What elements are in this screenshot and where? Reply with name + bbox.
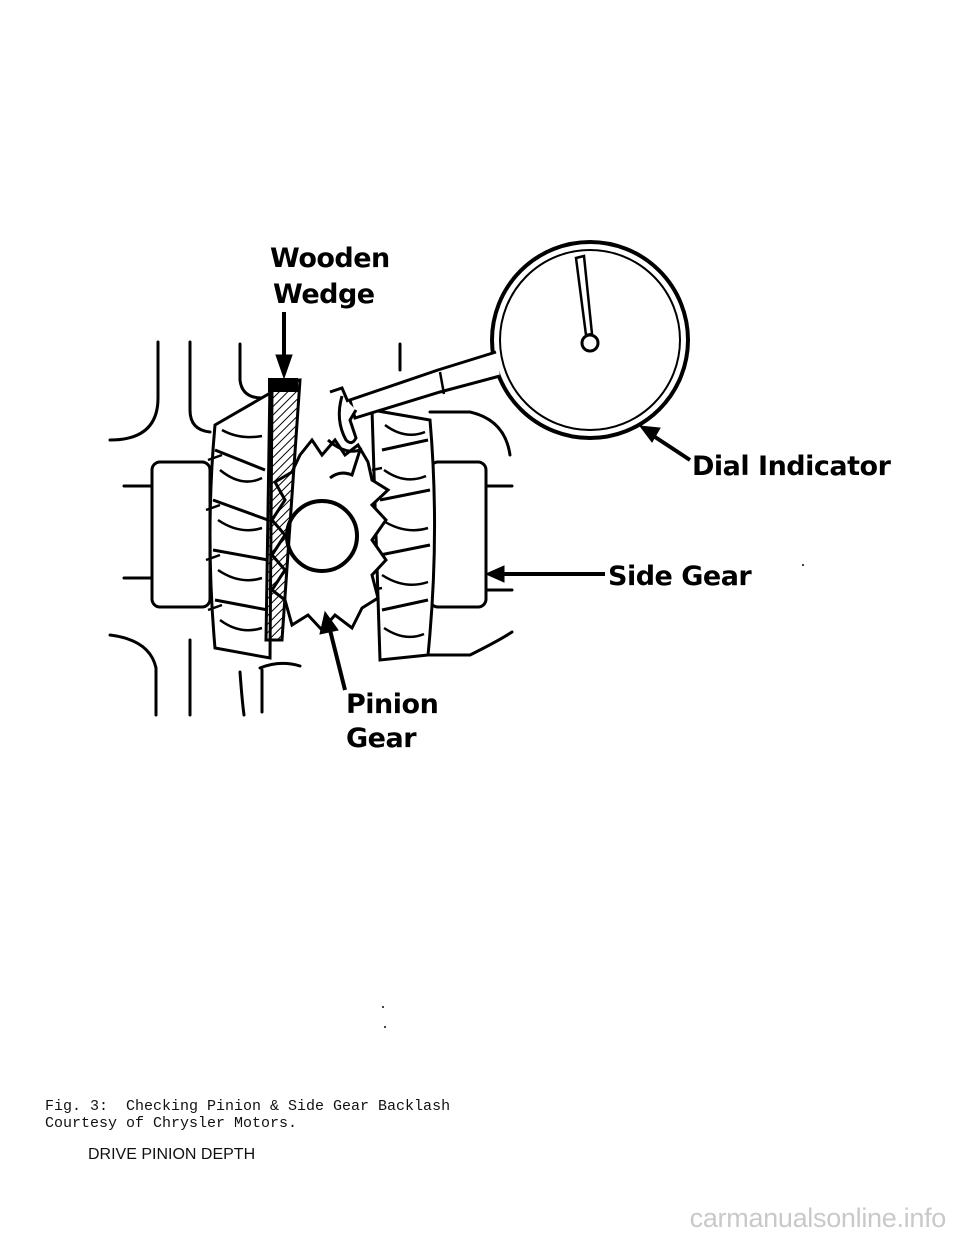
left-hub: [150, 460, 212, 609]
caption-line-1: Fig. 3: Checking Pinion & Side Gear Back…: [45, 1098, 451, 1115]
right-side-gear: [369, 408, 437, 662]
dial-indicator: [329, 240, 690, 445]
right-hub: [428, 460, 488, 609]
side-gear-label: Side Gear: [608, 561, 752, 592]
scan-speck: [382, 1006, 384, 1008]
dial-indicator-label: Dial Indicator: [692, 451, 891, 482]
watermark: carmanualsonline.info: [689, 1203, 947, 1233]
figure-caption: Fig. 3: Checking Pinion & Side Gear Back…: [45, 1098, 450, 1132]
wooden-wedge: [264, 378, 302, 642]
leader-arrows: [275, 312, 692, 691]
pinion-gear-label-line2: Gear: [346, 723, 417, 754]
pinion-gear-label-line1: Pinion: [346, 689, 439, 720]
wooden-wedge-label-line2: Wedge: [273, 279, 375, 310]
pinion-center-bore: [285, 499, 359, 573]
caption-line-2: Courtesy of Chrysler Motors.: [45, 1115, 298, 1132]
section-heading: DRIVE PINION DEPTH: [88, 1146, 256, 1163]
left-side-gear: [205, 389, 274, 660]
case-outline: [108, 340, 514, 717]
scan-speck: [802, 564, 804, 566]
scan-speck: [384, 1026, 386, 1028]
wooden-wedge-label-line1: Wooden: [270, 243, 390, 274]
